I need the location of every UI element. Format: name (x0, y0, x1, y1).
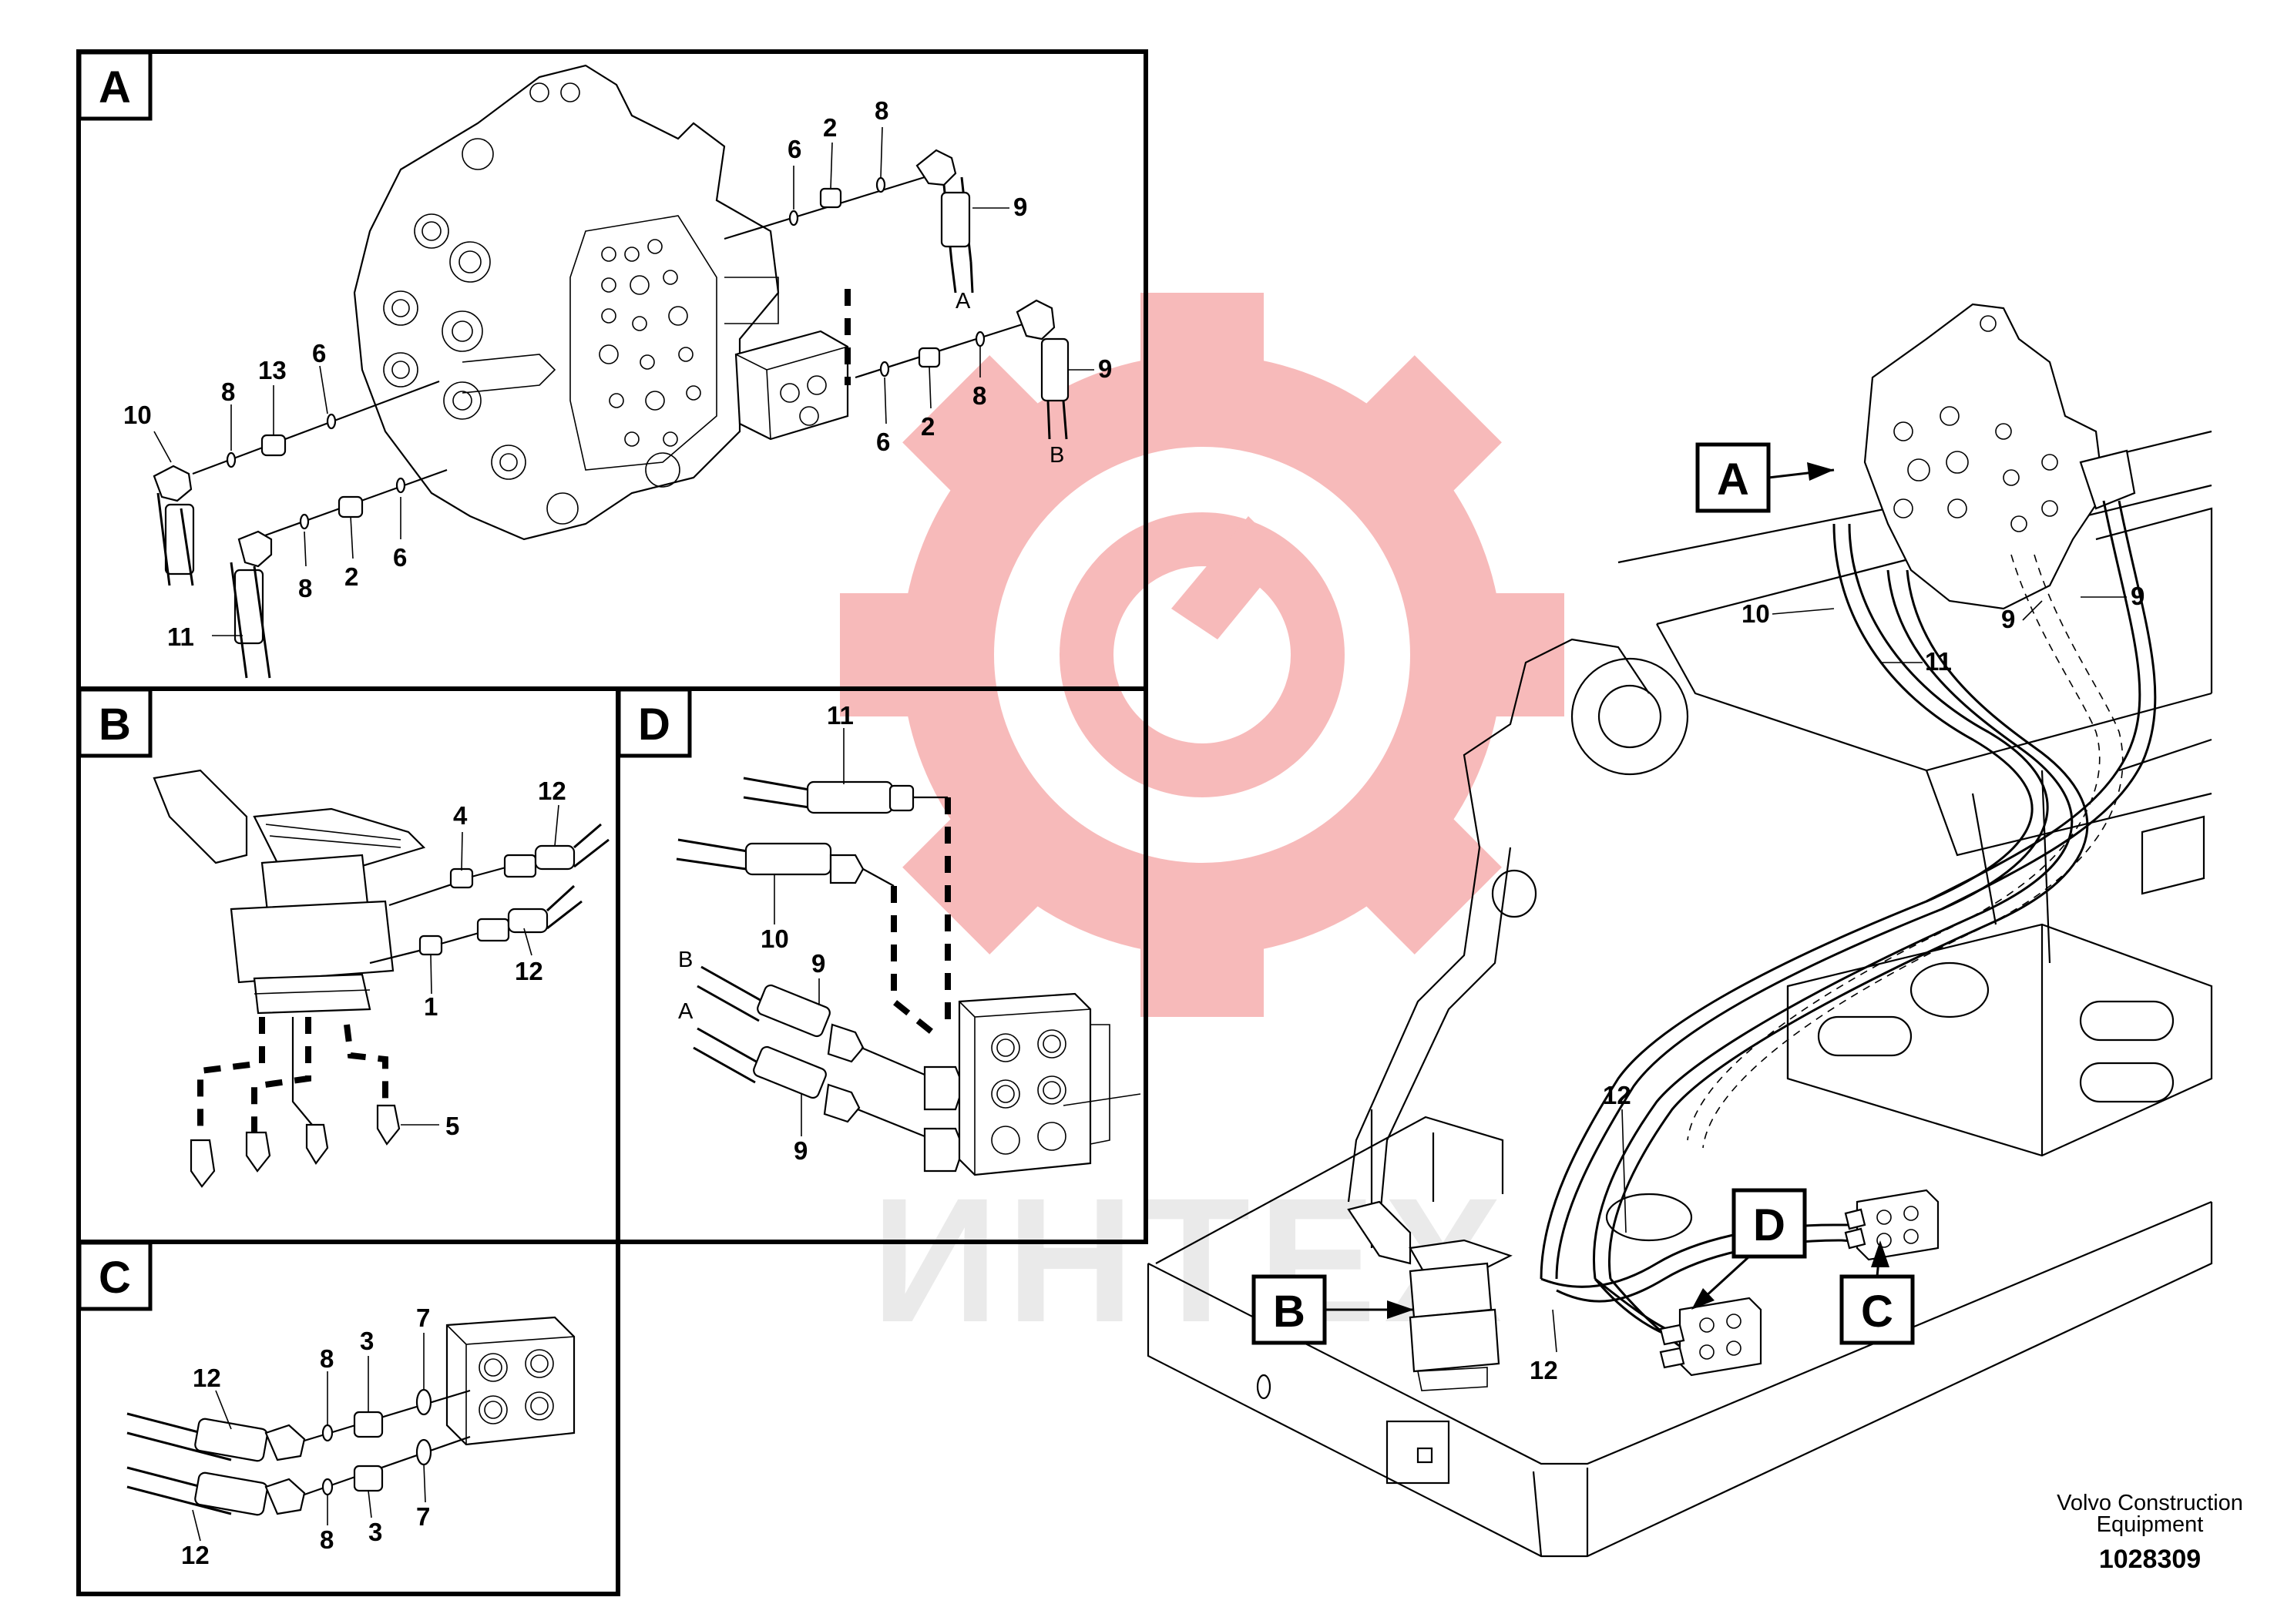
company-name-line2: Equipment (2097, 1512, 2204, 1537)
callout-9: 9 (794, 1136, 808, 1165)
callout-12: 12 (515, 957, 543, 985)
hoses-12-b (369, 823, 610, 965)
pilot-block-a (734, 330, 849, 441)
callout-5: 5 (445, 1112, 459, 1140)
overview-machine (1147, 303, 2213, 1558)
section-d-leaders (774, 728, 845, 1136)
callout-8: 8 (320, 1525, 334, 1554)
hose-end-a-label: A (956, 289, 971, 314)
callout-2: 2 (823, 113, 837, 142)
callout-7: 7 (416, 1502, 430, 1531)
callout-2: 2 (344, 562, 358, 591)
overview-callout-12: 12 (1530, 1356, 1558, 1384)
manifold-block-c (445, 1316, 576, 1446)
pilot-fittings (190, 1104, 401, 1188)
callout-6: 6 (312, 339, 326, 367)
hoses-12-c (126, 1388, 471, 1516)
callout-12: 12 (538, 777, 566, 805)
drawing-number: 1028309 (2099, 1545, 2201, 1574)
callout-8: 8 (972, 381, 986, 410)
callout-2: 2 (921, 412, 935, 441)
overview-callout-10: 10 (1741, 599, 1770, 628)
company-name-line1: Volvo Construction (2057, 1491, 2243, 1515)
section-b-panel: B (76, 686, 620, 1244)
section-c-leaders (192, 1333, 426, 1542)
section-d-label: D (638, 700, 670, 750)
hose-end-b-label: B (1050, 443, 1064, 468)
section-a-callouts: 6 2 8 9 A 6 2 8 9 B 10 8 13 6 8 2 6 11 (123, 96, 1112, 651)
callout-8: 8 (221, 377, 235, 406)
overview-callout-9: 9 (2131, 582, 2145, 610)
callout-3: 3 (360, 1327, 374, 1355)
callout-13: 13 (258, 356, 287, 384)
callout-8: 8 (320, 1344, 334, 1373)
overview-callout-a: A (1717, 455, 1749, 505)
overview-pedal-valve (1347, 1200, 1513, 1391)
overview-callout-9: 9 (2001, 605, 2015, 633)
section-d-panel: D (616, 686, 1148, 1244)
callout-6: 6 (876, 428, 890, 456)
section-a-panel: A (76, 49, 1148, 691)
hose-end-a-label: A (678, 999, 694, 1024)
section-c-label: C (99, 1253, 131, 1303)
callout-11: 11 (827, 701, 854, 730)
manifold-block-d (958, 992, 1110, 1176)
overview-callout-12: 12 (1603, 1081, 1631, 1109)
hose-assembly-a-top (724, 149, 974, 294)
section-a-leaders (153, 126, 1094, 636)
callout-10: 10 (761, 924, 789, 953)
callout-7: 7 (416, 1304, 430, 1332)
control-valve (353, 64, 780, 541)
hoses-d (676, 777, 965, 1173)
callout-12: 12 (181, 1541, 210, 1569)
callout-1: 1 (424, 992, 438, 1021)
section-b-leaders (401, 804, 559, 1126)
section-b-label: B (99, 700, 131, 750)
section-b-callouts: 4 12 12 1 5 (424, 777, 566, 1140)
overview-manifold-d (1659, 1297, 1762, 1377)
hose-assembly-10 (153, 380, 440, 586)
callout-8: 8 (875, 96, 888, 125)
watermark-gear-logo: ИНТЕХ (840, 293, 1564, 1359)
callout-10: 10 (123, 401, 152, 429)
drawing-footer: Volvo Construction Equipment 1028309 (2057, 1491, 2243, 1574)
callout-3: 3 (368, 1518, 382, 1546)
section-c-panel: C (76, 1240, 620, 1596)
callout-9: 9 (1013, 193, 1027, 221)
overview-control-valve (1863, 303, 2136, 610)
overview-manifold-c (1844, 1189, 1940, 1261)
hose-assembly-b (855, 299, 1070, 440)
overview-callout-b: B (1273, 1287, 1305, 1337)
callout-8: 8 (298, 574, 312, 602)
callout-9: 9 (1098, 354, 1112, 383)
hose-assembly-11 (230, 468, 448, 679)
callout-6: 6 (788, 135, 801, 163)
overview-callout-d: D (1753, 1200, 1785, 1250)
callout-9: 9 (811, 949, 825, 978)
overview-callouts: A B C D 10 11 9 9 12 12 (1251, 442, 2145, 1384)
section-d-callouts: 11 10 B A 9 9 (678, 701, 854, 1165)
overview-callout-11: 11 (1925, 647, 1952, 676)
travel-pedal-valve (153, 769, 426, 1015)
callout-4: 4 (453, 801, 468, 830)
callout-11: 11 (167, 622, 194, 651)
callout-6: 6 (393, 543, 407, 572)
callout-12: 12 (193, 1364, 221, 1392)
section-a-label: A (99, 62, 131, 112)
section-c-callouts: 12 8 3 7 12 8 3 7 (181, 1304, 430, 1569)
hose-end-b-label: B (678, 948, 693, 972)
overview-callout-c: C (1861, 1287, 1893, 1337)
